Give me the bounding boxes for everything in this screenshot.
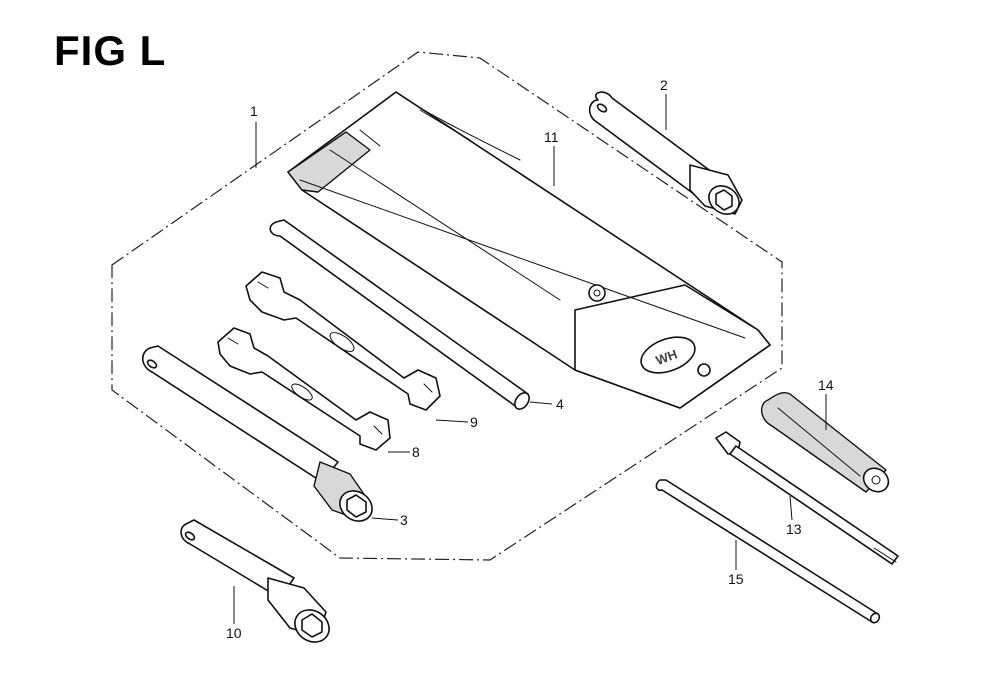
callout-8: 8 <box>412 444 420 460</box>
part-8-open-end-wrench[interactable] <box>217 327 391 451</box>
figure-title: FIG L <box>54 27 167 74</box>
callout-1: 1 <box>250 103 258 119</box>
part-11-tool-bag[interactable]: WH <box>287 91 771 409</box>
callout-15: 15 <box>728 571 744 587</box>
part-3-box-wrench[interactable] <box>141 345 378 527</box>
tool-kit-boundary <box>111 51 783 561</box>
bag-snap-button <box>588 284 606 302</box>
part-14-screwdriver-handle[interactable] <box>761 391 893 497</box>
callout-3: 3 <box>400 512 408 528</box>
callout-2: 2 <box>660 77 668 93</box>
part-15-extension-rod[interactable] <box>655 479 881 624</box>
callout-11: 11 <box>544 129 559 145</box>
part-9-open-end-wrench[interactable] <box>245 271 441 411</box>
bag-logo-emblem: WH <box>640 336 696 374</box>
part-10-box-wrench[interactable] <box>180 519 335 649</box>
part-4-handle-rod[interactable] <box>269 219 532 412</box>
callout-9: 9 <box>470 414 478 430</box>
callout-4: 4 <box>556 396 564 412</box>
svg-text:WH: WH <box>654 346 679 368</box>
callout-13: 13 <box>786 521 802 537</box>
callout-10: 10 <box>226 625 242 641</box>
part-2-box-wrench[interactable] <box>588 91 745 220</box>
part-13-screwdriver-blade[interactable] <box>715 431 899 565</box>
callout-14: 14 <box>818 377 834 393</box>
leader-lines <box>233 94 827 624</box>
